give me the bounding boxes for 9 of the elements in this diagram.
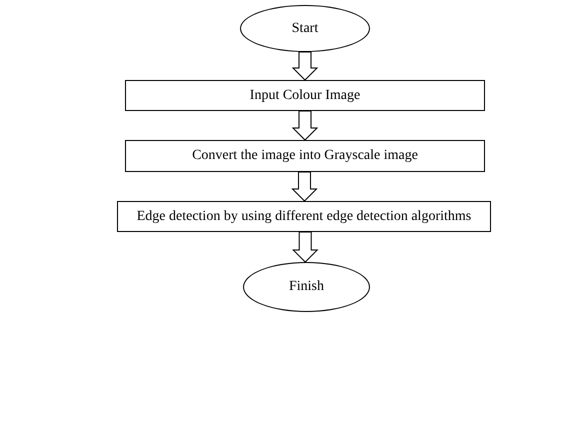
terminal-ellipse: Finish xyxy=(243,262,370,312)
hollow-arrow xyxy=(291,172,318,202)
hollow-arrow xyxy=(292,52,318,81)
process-box: Edge detection by using different edge detection algorithms xyxy=(117,201,491,232)
hollow-arrow xyxy=(292,110,318,141)
hollow-arrow xyxy=(292,232,318,263)
terminal-ellipse: Start xyxy=(240,5,370,52)
process-box: Input Colour Image xyxy=(125,80,485,111)
process-box: Convert the image into Grayscale image xyxy=(125,140,485,172)
